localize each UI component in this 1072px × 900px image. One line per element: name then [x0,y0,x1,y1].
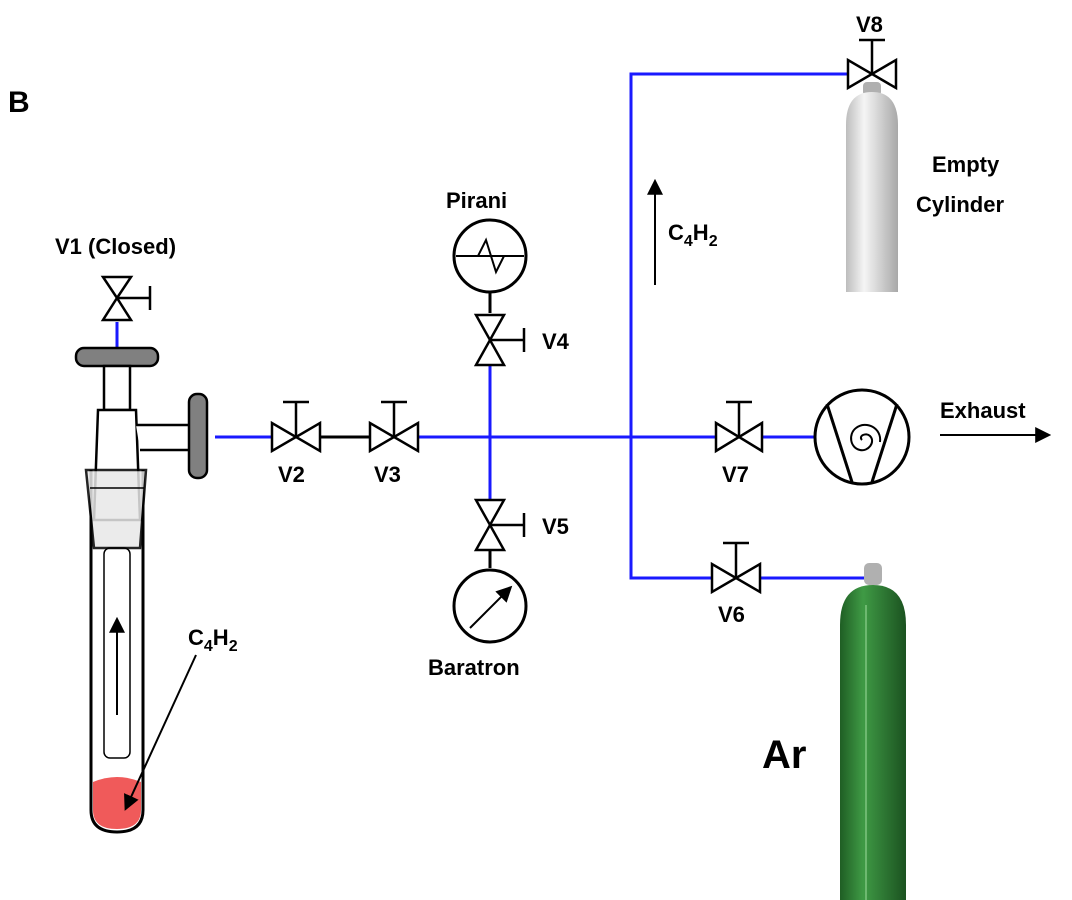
valve-v8[interactable] [846,38,898,91]
exhaust-label: Exhaust [940,398,1026,423]
svg-text:C4H2: C4H2 [668,220,718,250]
valve-v4-label: V4 [542,329,570,354]
valve-v8-label: V8 [856,12,883,37]
baratron-label: Baratron [428,655,520,680]
schlenk-tube [74,346,209,834]
valve-v6-label: V6 [718,602,745,627]
c4h2-label-tube: C4H2 [188,625,238,655]
valve-v1[interactable] [100,275,152,322]
empty-cylinder-label-line1: Empty [932,152,1000,177]
empty-cylinder-label-line2: Cylinder [916,192,1004,217]
c4h2-pointer-arrow [124,654,197,811]
valve-v7[interactable] [714,400,764,454]
baratron-gauge [452,568,528,644]
pirani-gauge [452,218,528,294]
valve-v7-label: V7 [722,462,749,487]
gas-lines [115,72,866,580]
valve-v1-label: V1 (Closed) [55,234,176,259]
valve-v3[interactable] [368,400,420,454]
valve-v3-label: V3 [374,462,401,487]
argon-cylinder [840,563,906,900]
argon-label: Ar [762,733,806,777]
valve-v6[interactable] [710,541,762,595]
line-to-v6 [629,437,712,580]
panel-label: B [8,86,30,119]
valve-v2[interactable] [270,400,322,454]
c4h2-label-line: C4H2 [668,220,718,250]
pirani-label: Pirani [446,188,507,213]
valve-v5[interactable] [473,498,526,552]
empty-cylinder [846,82,898,292]
line-to-v8 [629,72,848,437]
svg-text:C4H2: C4H2 [188,625,238,655]
valve-v5-label: V5 [542,514,569,539]
valve-v4[interactable] [473,313,526,367]
vacuum-pump [813,388,911,486]
valve-v2-label: V2 [278,462,305,487]
